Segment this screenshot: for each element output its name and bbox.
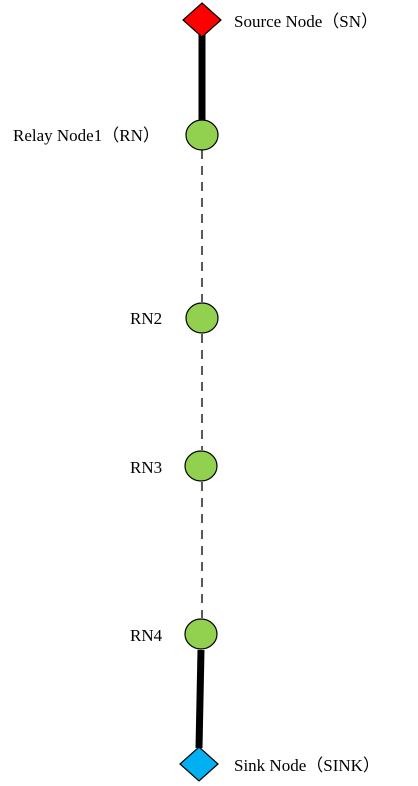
relay-node-3-label: RN3 bbox=[130, 458, 162, 477]
relay-node-3 bbox=[184, 450, 218, 482]
relay-node-1 bbox=[185, 119, 219, 151]
relay-node-2 bbox=[185, 302, 219, 334]
source-node-diamond bbox=[182, 2, 222, 38]
relay-node-4-label: RN4 bbox=[130, 626, 163, 645]
sink-node-diamond bbox=[179, 746, 219, 782]
source-node-label: Source Node（SN） bbox=[234, 12, 378, 31]
relay-node-1-label: Relay Node1（RN） bbox=[13, 126, 160, 145]
link-relay4-sink bbox=[195, 649, 205, 749]
relay-node-4 bbox=[184, 618, 218, 650]
relay-node-2-label: RN2 bbox=[130, 309, 162, 328]
sink-node-label: Sink Node（SINK） bbox=[234, 756, 380, 775]
